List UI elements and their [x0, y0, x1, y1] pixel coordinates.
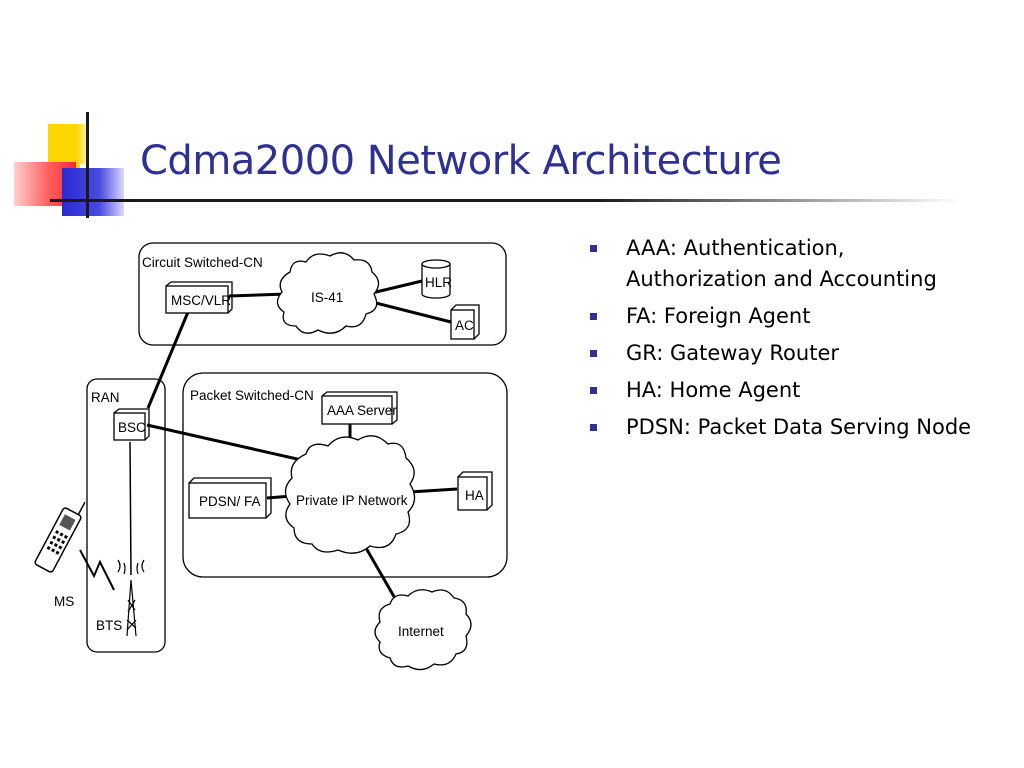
- definitions-list: AAA: Authentication, Authorization and A…: [590, 233, 990, 449]
- msc-vlr-label: MSC/VLR: [171, 293, 231, 308]
- radio-link-icon: [79, 549, 115, 591]
- internet-label: Internet: [398, 624, 444, 639]
- pdsn-fa-node: [188, 477, 272, 519]
- bts-tower-icon: [117, 559, 145, 637]
- list-item: PDSN: Packet Data Serving Node: [590, 412, 990, 443]
- ha-label: HA: [465, 488, 484, 503]
- private-ip-network-label: Private IP Network: [296, 493, 408, 508]
- circuit-switched-label: Circuit Switched-CN: [142, 255, 263, 270]
- ac-label: AC: [455, 318, 474, 333]
- bullet-square-icon: [590, 387, 597, 394]
- list-item: FA: Foreign Agent: [590, 301, 990, 332]
- hlr-label: HLR: [425, 275, 452, 290]
- bsc-label: BSC: [118, 420, 146, 435]
- circuit-switched-group: [138, 242, 507, 346]
- hlr-database-icon: [421, 259, 451, 299]
- private-ip-network-cloud: [284, 435, 416, 554]
- slide-title: Cdma2000 Network Architecture: [140, 138, 782, 184]
- pdsn-fa-label: PDSN/ FA: [199, 494, 261, 509]
- bsc-node: [113, 408, 150, 441]
- network-diagram: Circuit Switched-CN Packet Switched-CN R…: [34, 242, 508, 671]
- internet-cloud: [374, 589, 472, 671]
- aaa-server-node: [321, 391, 398, 425]
- bullet-text: PDSN: Packet Data Serving Node: [626, 415, 972, 439]
- ms-label: MS: [54, 594, 74, 609]
- packet-switched-group: [182, 372, 508, 578]
- bullet-text: HA: Home Agent: [626, 378, 801, 402]
- bullet-text: FA: Foreign Agent: [626, 304, 811, 328]
- bullet-square-icon: [590, 350, 597, 357]
- bullet-square-icon: [590, 313, 597, 320]
- bullet-square-icon: [590, 245, 597, 252]
- list-item: GR: Gateway Router: [590, 338, 990, 369]
- mobile-phone-icon: [34, 501, 86, 573]
- ran-label: RAN: [91, 390, 120, 405]
- ac-node: [450, 304, 480, 340]
- is41-label: IS-41: [311, 290, 343, 305]
- list-item: HA: Home Agent: [590, 375, 990, 406]
- title-underline: [50, 199, 960, 202]
- is41-cloud: [276, 252, 380, 334]
- bts-label: BTS: [96, 618, 122, 633]
- msc-vlr-node: [165, 281, 233, 314]
- bullet-square-icon: [590, 424, 597, 431]
- bullet-text: AAA: Authentication, Authorization and A…: [626, 236, 937, 291]
- packet-switched-label: Packet Switched-CN: [190, 388, 314, 403]
- bullet-text: GR: Gateway Router: [626, 341, 840, 365]
- ran-group: [86, 378, 166, 653]
- ha-node: [457, 471, 493, 511]
- aaa-server-label: AAA Server: [327, 403, 397, 418]
- list-item: AAA: Authentication, Authorization and A…: [590, 233, 990, 295]
